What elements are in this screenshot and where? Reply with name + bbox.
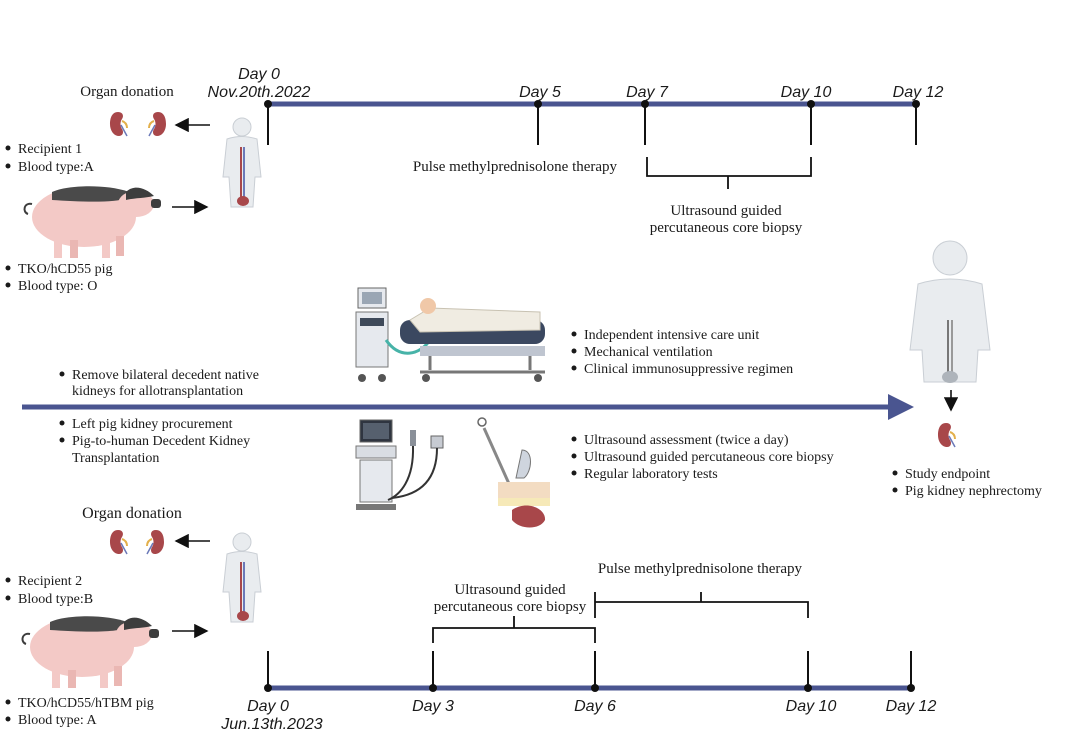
recipient1-panel: Organ donation Recipient 1 Blood type:A … <box>5 84 262 294</box>
kidney-icon <box>109 111 128 137</box>
ultrasound-bullets: Ultrasound assessment (twice a day) Ultr… <box>571 433 834 482</box>
top-day-label: Day 7 <box>626 84 669 101</box>
pig-icon <box>21 615 160 689</box>
pig2-blood-type: Blood type: A <box>18 713 97 728</box>
us-bullet: Ultrasound guided percutaneous core biop… <box>584 450 834 465</box>
recipient1-blood-type: Blood type:A <box>18 160 95 175</box>
icu-bullet: Independent intensive care unit <box>584 328 759 343</box>
pig1-label: TKO/hCD55 pig <box>18 262 113 277</box>
remove-kidneys-line1: Remove bilateral decedent native <box>72 368 259 383</box>
top-day-label: Day 0 <box>238 66 280 83</box>
kidney-icon <box>148 111 167 137</box>
human-body-icon <box>909 240 991 383</box>
top-timeline: Day 0 Nov.20th.2022 Day 5 Day 7 Day 10 D… <box>208 66 944 236</box>
top-ticks <box>264 100 920 145</box>
icu-bullet: Clinical immunosuppressive regimen <box>584 362 793 377</box>
us-bullet: Regular laboratory tests <box>584 467 718 482</box>
icu-bullets: Independent intensive care unit Mechanic… <box>571 328 793 377</box>
top-day-label: Day 12 <box>893 84 944 101</box>
us-bullet: Ultrasound assessment (twice a day) <box>584 433 789 448</box>
kidney-icon <box>146 529 165 555</box>
biopsy-needle-icon <box>477 417 550 528</box>
endpoint-panel: Study endpoint Pig kidney nephrectomy <box>892 240 1042 499</box>
bottom-day-label: Day 10 <box>786 698 837 715</box>
bottom-day-label: Day 0 <box>247 698 289 715</box>
top-pulse-label: Pulse methylprednisolone therapy <box>413 159 618 175</box>
organ-donation-label: Organ donation <box>82 505 182 522</box>
bottom-pulse-bracket <box>594 592 809 618</box>
top-start-date: Nov.20th.2022 <box>208 84 311 101</box>
human-body-icon <box>222 532 262 623</box>
bottom-day-label: Day 3 <box>412 698 454 715</box>
top-day-label: Day 5 <box>519 84 561 101</box>
icu-bullet: Mechanical ventilation <box>584 345 713 360</box>
bottom-pulse-label: Pulse methylprednisolone therapy <box>598 561 803 577</box>
bottom-biopsy-label-2: percutaneous core biopsy <box>434 599 587 615</box>
recipient2-panel: Organ donation Recipient 2 Blood type:B … <box>5 505 262 728</box>
pig1-blood-type: Blood type: O <box>18 279 97 294</box>
top-day-label: Day 10 <box>781 84 832 101</box>
top-biopsy-label-2: percutaneous core biopsy <box>650 220 803 236</box>
bottom-timeline: Pulse methylprednisolone therapy Ultraso… <box>220 561 936 733</box>
recipient2-label: Recipient 2 <box>18 574 82 589</box>
bottom-start-date: Jun.13th.2023 <box>220 716 323 733</box>
bottom-biopsy-bracket <box>432 616 596 643</box>
middle-left-text: Remove bilateral decedent native kidneys… <box>59 368 259 466</box>
ultrasound-machine-icon <box>355 419 444 510</box>
pig-icon <box>23 185 162 259</box>
recipient1-label: Recipient 1 <box>18 142 82 157</box>
organ-donation-label: Organ donation <box>80 84 174 100</box>
kidney-icon <box>109 529 128 555</box>
procurement-label: Left pig kidney procurement <box>72 417 233 432</box>
human-body-icon <box>222 117 262 208</box>
endpoint-label: Study endpoint <box>905 467 990 482</box>
bottom-day-label: Day 12 <box>886 698 937 715</box>
bottom-ticks <box>264 651 915 692</box>
icu-bed-icon <box>355 287 545 382</box>
transplant-line1: Pig-to-human Decedent Kidney <box>72 434 250 449</box>
remove-kidneys-line2: kidneys for allotransplantation <box>72 384 243 399</box>
nephrectomy-label: Pig kidney nephrectomy <box>905 484 1042 499</box>
transplant-line2: Transplantation <box>72 451 159 466</box>
pig2-label: TKO/hCD55/hTBM pig <box>18 696 154 711</box>
bottom-day-label: Day 6 <box>574 698 616 715</box>
top-biopsy-label-1: Ultrasound guided <box>670 203 782 219</box>
recipient2-blood-type: Blood type:B <box>18 592 93 607</box>
top-biopsy-bracket <box>646 157 812 189</box>
kidney-icon <box>937 422 956 448</box>
bottom-biopsy-label-1: Ultrasound guided <box>454 582 566 598</box>
main-process-arrow <box>22 394 914 420</box>
